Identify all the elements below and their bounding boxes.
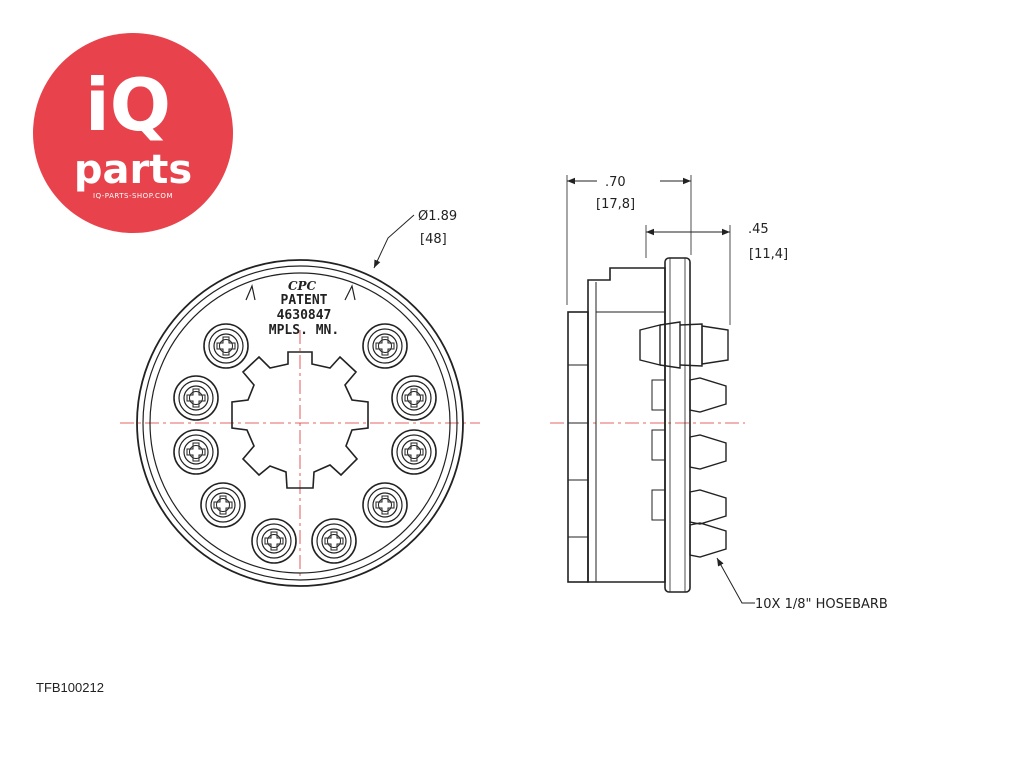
port-9 (251, 518, 297, 564)
diameter-inch: Ø1.89 (418, 209, 457, 224)
logo-brand-iq: iQ (85, 63, 171, 147)
port-6 (391, 429, 437, 475)
depth-inch: .70 (605, 175, 626, 190)
port-3 (173, 375, 219, 421)
embossed-patent: PATENT (281, 293, 328, 308)
embossed-number: 4630847 (277, 308, 332, 323)
barb-3 (689, 434, 727, 470)
spline-bore (231, 351, 369, 489)
barb-length-mm: [11,4] (749, 247, 788, 262)
logo-badge (33, 33, 233, 233)
outer-rim (136, 259, 464, 587)
barb-2 (689, 377, 727, 413)
barb-4 (689, 489, 727, 525)
top-notch-right (344, 284, 356, 301)
port-1 (203, 323, 249, 369)
logo-brand-parts: parts (74, 147, 192, 193)
diameter-mm: [48] (420, 232, 447, 247)
port-7 (200, 482, 246, 528)
rim-inner (149, 272, 451, 574)
callout-leader (716, 557, 755, 604)
body-front-face (567, 311, 589, 583)
side-view: .70 [17,8] .45 [11,4] 10X 1/8" HOSEBARB (550, 175, 888, 612)
flange-plate (664, 257, 691, 593)
barb-top (701, 325, 729, 365)
port-5 (173, 429, 219, 475)
diameter-leader (373, 214, 415, 269)
hosebarb-callout: 10X 1/8" HOSEBARB (755, 597, 888, 612)
port-4 (391, 375, 437, 421)
logo-website: IQ-PARTS-SHOP.COM (93, 192, 173, 200)
barb-5 (689, 522, 727, 558)
port-10 (311, 518, 357, 564)
part-number: TFB100212 (36, 680, 104, 695)
front-view: CPC PATENT 4630847 MPLS. MN. Ø1.89 [48] (120, 209, 480, 587)
hose-barbs (639, 321, 729, 558)
embossed-location: MPLS. MN. (269, 323, 339, 338)
port-8 (362, 482, 408, 528)
barb-length-inch: .45 (748, 222, 769, 237)
embossed-brand: CPC (288, 279, 317, 293)
port-2 (362, 323, 408, 369)
iq-parts-logo: iQ parts IQ-PARTS-SHOP.COM (33, 33, 233, 233)
depth-mm: [17,8] (596, 197, 635, 212)
top-notch-left (245, 284, 256, 301)
rim-groove (142, 265, 458, 581)
body-housing (587, 267, 666, 583)
